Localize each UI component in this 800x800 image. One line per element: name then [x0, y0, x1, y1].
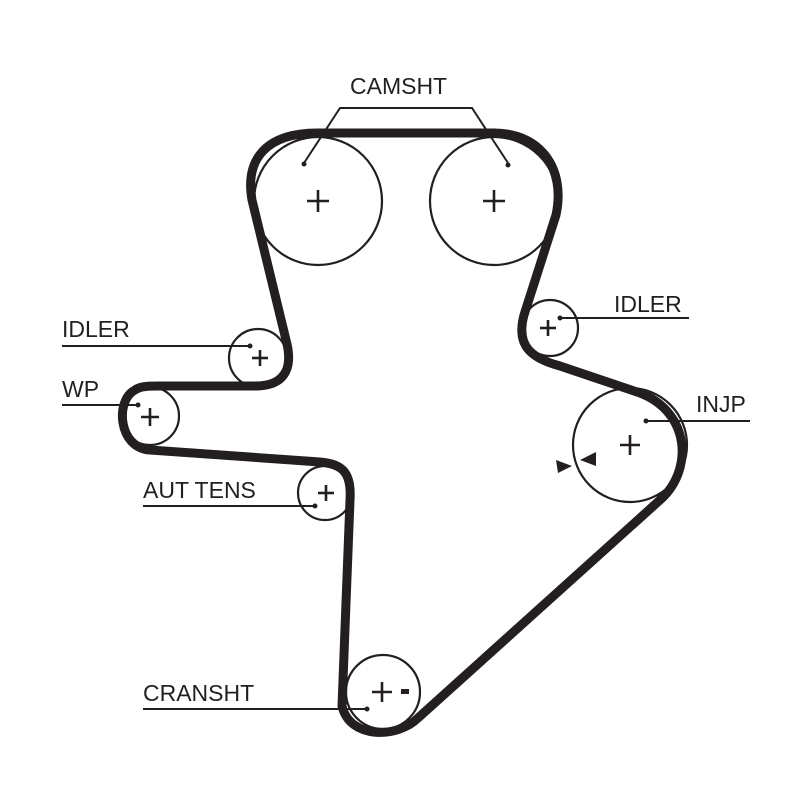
callout-injp: INJP — [643, 391, 750, 424]
center-cross-icon — [252, 350, 268, 366]
callout-cransht: CRANSHT — [143, 680, 370, 712]
leader-dot — [643, 418, 649, 424]
leader-dot — [505, 162, 511, 168]
center-cross-icon — [141, 408, 159, 426]
center-cross-icon — [540, 320, 556, 336]
leader-dot — [312, 503, 318, 509]
center-cross-icon — [318, 485, 334, 501]
center-cross-icon — [483, 190, 505, 212]
leader-dot — [301, 161, 307, 167]
timing-mark-inner-icon — [580, 452, 596, 466]
label-cransht: CRANSHT — [143, 680, 254, 706]
label-aut-tens: AUT TENS — [143, 477, 256, 503]
leader-line — [303, 107, 509, 164]
center-cross-icon — [307, 190, 329, 212]
center-cross-icon — [372, 682, 392, 702]
leader-dot — [247, 343, 253, 349]
callout-idler-left: IDLER — [62, 316, 253, 349]
callout-wp: WP — [62, 376, 141, 408]
label-idler-left: IDLER — [62, 316, 130, 342]
timing-belt — [118, 128, 687, 737]
label-wp: WP — [62, 376, 99, 402]
center-cross-icon — [620, 435, 640, 455]
minus-mark-icon — [401, 689, 409, 694]
leader-dot — [364, 706, 370, 712]
leader-dot — [557, 315, 563, 321]
label-camsht: CAMSHT — [350, 73, 447, 99]
callout-aut-tens: AUT TENS — [143, 477, 318, 509]
callout-camsht: CAMSHT — [301, 73, 511, 168]
pulley-crankshaft — [344, 653, 422, 731]
callout-idler-right: IDLER — [557, 291, 689, 321]
leader-dot — [135, 402, 141, 408]
timing-mark-outer-icon — [556, 460, 572, 473]
label-injp: INJP — [696, 391, 746, 417]
pulley-camshaft-right — [428, 135, 560, 267]
label-idler-right: IDLER — [614, 291, 682, 317]
pulley-camshaft-left — [252, 135, 384, 267]
